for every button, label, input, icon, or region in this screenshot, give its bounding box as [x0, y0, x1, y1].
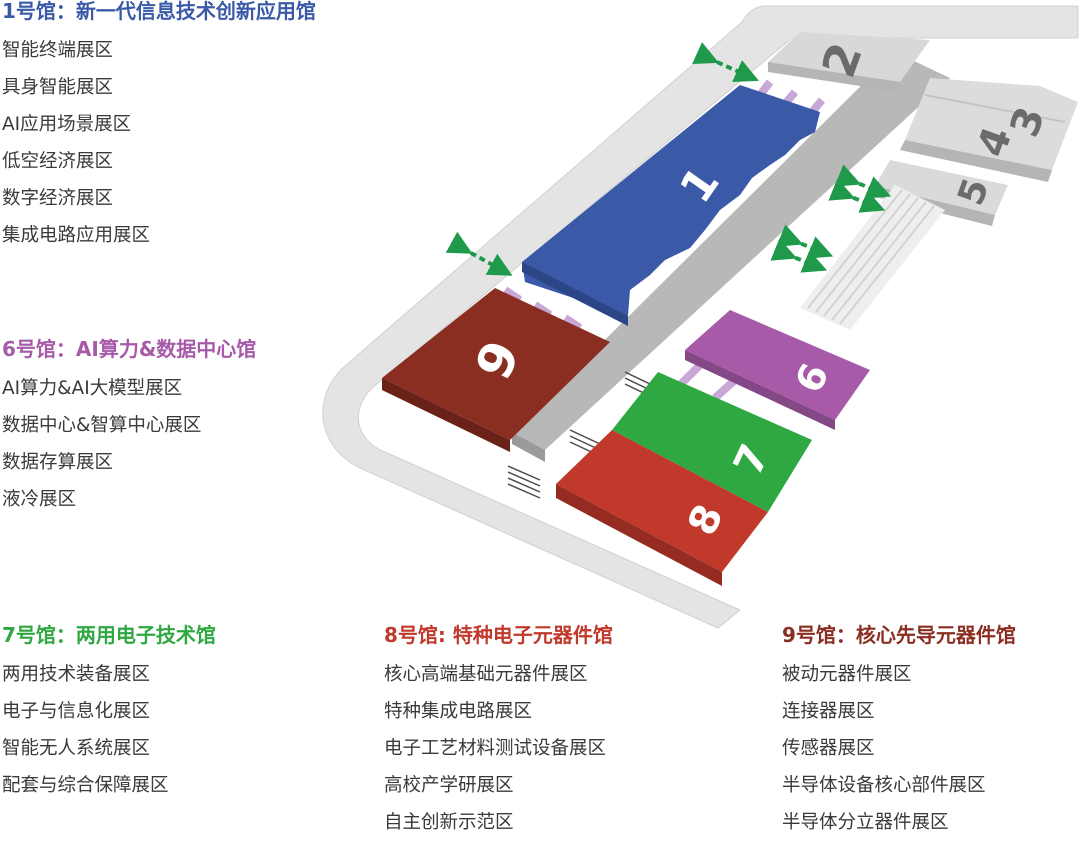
hall-8-area-list: 核心高端基础元器件展区 特种集成电路展区 电子工艺材料测试设备展区 高校产学研展… [384, 656, 613, 841]
hall-1-legend: 1号馆：新一代信息技术创新应用馆 智能终端展区 具身智能展区 AI应用场景展区 … [2, 0, 316, 254]
hall-9-building[interactable] [382, 288, 610, 452]
hall-3-4-building[interactable] [900, 78, 1078, 182]
stairs-left [507, 371, 651, 499]
connector-arrows [445, 42, 892, 276]
list-item: 连接器展区 [782, 701, 875, 722]
list-item: 半导体分立器件展区 [782, 812, 949, 833]
hall-2-building[interactable] [768, 32, 930, 92]
hall-7-building[interactable] [612, 372, 812, 512]
outer-road [322, 5, 1079, 629]
list-item: 集成电路应用展区 [2, 225, 151, 246]
list-item: 数据中心&智算中心展区 [2, 415, 202, 436]
list-item: AI算力&AI大模型展区 [2, 378, 183, 399]
list-item: AI应用场景展区 [2, 114, 132, 135]
list-item: 智能终端展区 [2, 40, 114, 61]
hall-8-building[interactable] [556, 430, 768, 586]
hall-6-title: 6号馆：AI算力&数据中心馆 [2, 337, 257, 361]
list-item: 电子工艺材料测试设备展区 [384, 738, 607, 759]
list-item: 数字经济展区 [2, 188, 114, 209]
list-item: 具身智能展区 [2, 77, 114, 98]
list-item: 自主创新示范区 [384, 812, 514, 833]
list-item: 数据存算展区 [2, 452, 114, 473]
list-item: 高校产学研展区 [384, 775, 514, 796]
hall-7-legend: 7号馆：两用电子技术馆 两用技术装备展区 电子与信息化展区 智能无人系统展区 配… [2, 622, 216, 804]
hall-6-legend: 6号馆：AI算力&数据中心馆 AI算力&AI大模型展区 数据中心&智算中心展区 … [2, 336, 256, 518]
hall-9-legend: 9号馆：核心先导元器件馆 被动元器件展区 连接器展区 传感器展区 半导体设备核心… [782, 622, 1016, 841]
hall-9-area-list: 被动元器件展区 连接器展区 传感器展区 半导体设备核心部件展区 半导体分立器件展… [782, 656, 1016, 841]
list-item: 传感器展区 [782, 738, 875, 759]
list-item: 两用技术装备展区 [2, 664, 151, 685]
hall-6-area-list: AI算力&AI大模型展区 数据中心&智算中心展区 数据存算展区 液冷展区 [2, 370, 256, 518]
list-item: 半导体设备核心部件展区 [782, 775, 986, 796]
hall-8-title: 8号馆: 特种电子元器件馆 [384, 623, 613, 647]
list-item: 被动元器件展区 [782, 664, 912, 685]
list-item: 电子与信息化展区 [2, 701, 151, 722]
hall-7-title: 7号馆：两用电子技术馆 [2, 623, 216, 647]
list-item: 低空经济展区 [2, 151, 114, 172]
hall-1-title: 1号馆：新一代信息技术创新应用馆 [2, 0, 316, 23]
central-corridor [512, 52, 950, 450]
list-item: 配套与综合保障展区 [2, 775, 169, 796]
list-item: 液冷展区 [2, 489, 77, 510]
hall-7-area-list: 两用技术装备展区 电子与信息化展区 智能无人系统展区 配套与综合保障展区 [2, 656, 216, 804]
bridges-hall-6-7 [677, 362, 738, 401]
hall-1-building[interactable] [522, 85, 820, 326]
hall-9-title: 9号馆：核心先导元器件馆 [782, 623, 1016, 647]
stairs-right [800, 185, 945, 330]
hall-8-legend: 8号馆: 特种电子元器件馆 核心高端基础元器件展区 特种集成电路展区 电子工艺材… [384, 622, 613, 841]
list-item: 智能无人系统展区 [2, 738, 151, 759]
list-item: 特种集成电路展区 [384, 701, 533, 722]
hall-1-area-list: 智能终端展区 具身智能展区 AI应用场景展区 低空经济展区 数字经济展区 集成电… [2, 32, 316, 254]
hall-6-building[interactable] [685, 310, 870, 430]
list-item: 核心高端基础元器件展区 [384, 664, 588, 685]
